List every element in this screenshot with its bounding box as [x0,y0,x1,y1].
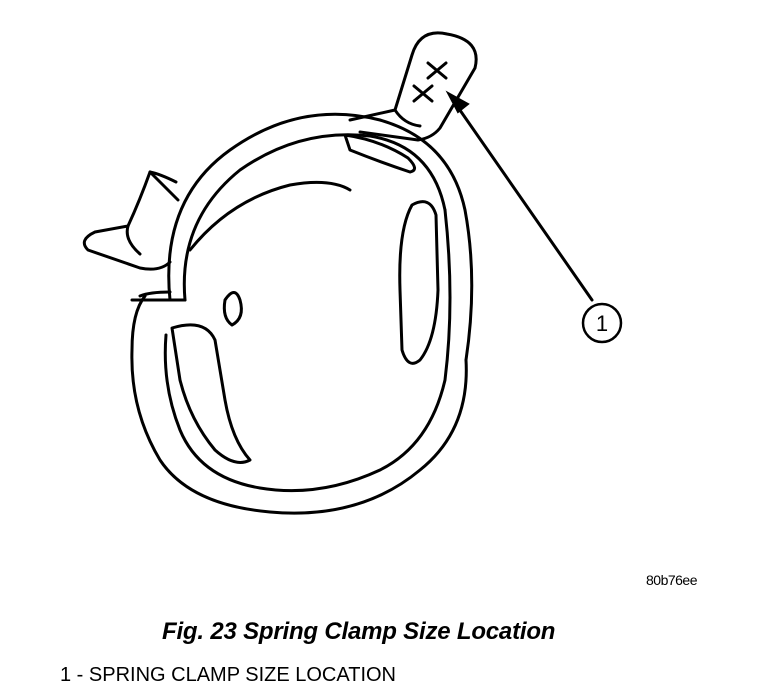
legend-item: 1 - SPRING CLAMP SIZE LOCATION [60,664,396,686]
callout-1: 1 [581,302,623,344]
upper-tab [348,31,478,142]
callout-number: 1 [596,311,608,336]
clamp-ring [130,112,474,515]
arrowhead-icon [445,90,470,114]
figure-caption: Fig. 23 Spring Clamp Size Location [162,618,556,645]
lower-tab [82,170,180,271]
image-code: 80b76ee [646,572,698,588]
callout-leader [453,101,594,302]
spring-clamp-illustration: 1 [82,31,623,515]
size-marks-xx-icon [412,61,448,103]
